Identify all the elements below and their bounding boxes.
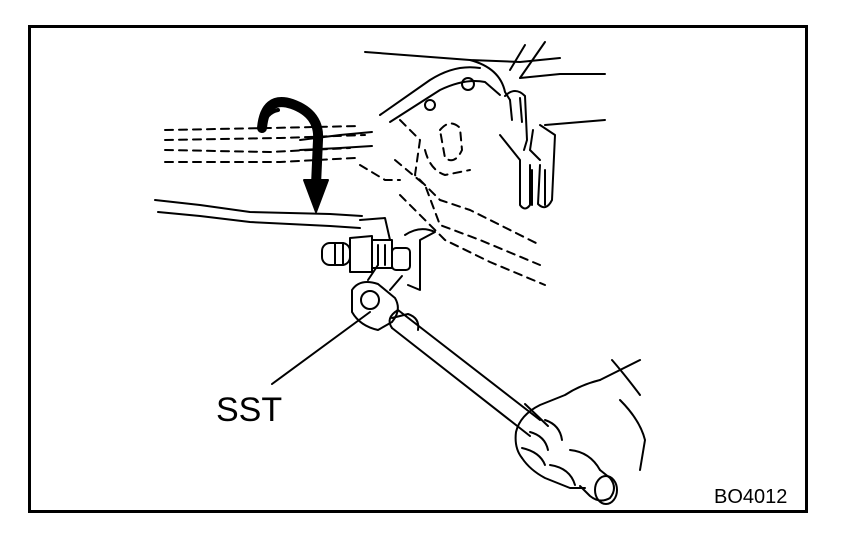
sst-wrench-head [351, 264, 420, 331]
curved-arrow-icon [257, 97, 329, 213]
sst-wrench-handle [388, 309, 549, 437]
hand [514, 359, 646, 505]
fork-bracket [499, 90, 606, 210]
sst-leader-line [271, 311, 371, 385]
flare-nut-fitting [321, 217, 436, 291]
hidden-outline [164, 119, 546, 286]
figure-frame [28, 25, 808, 513]
figure-code: BO4012 [714, 486, 788, 508]
brake-line [154, 131, 373, 229]
upper-frame-structure [364, 41, 606, 123]
tool-label: SST [216, 391, 283, 429]
